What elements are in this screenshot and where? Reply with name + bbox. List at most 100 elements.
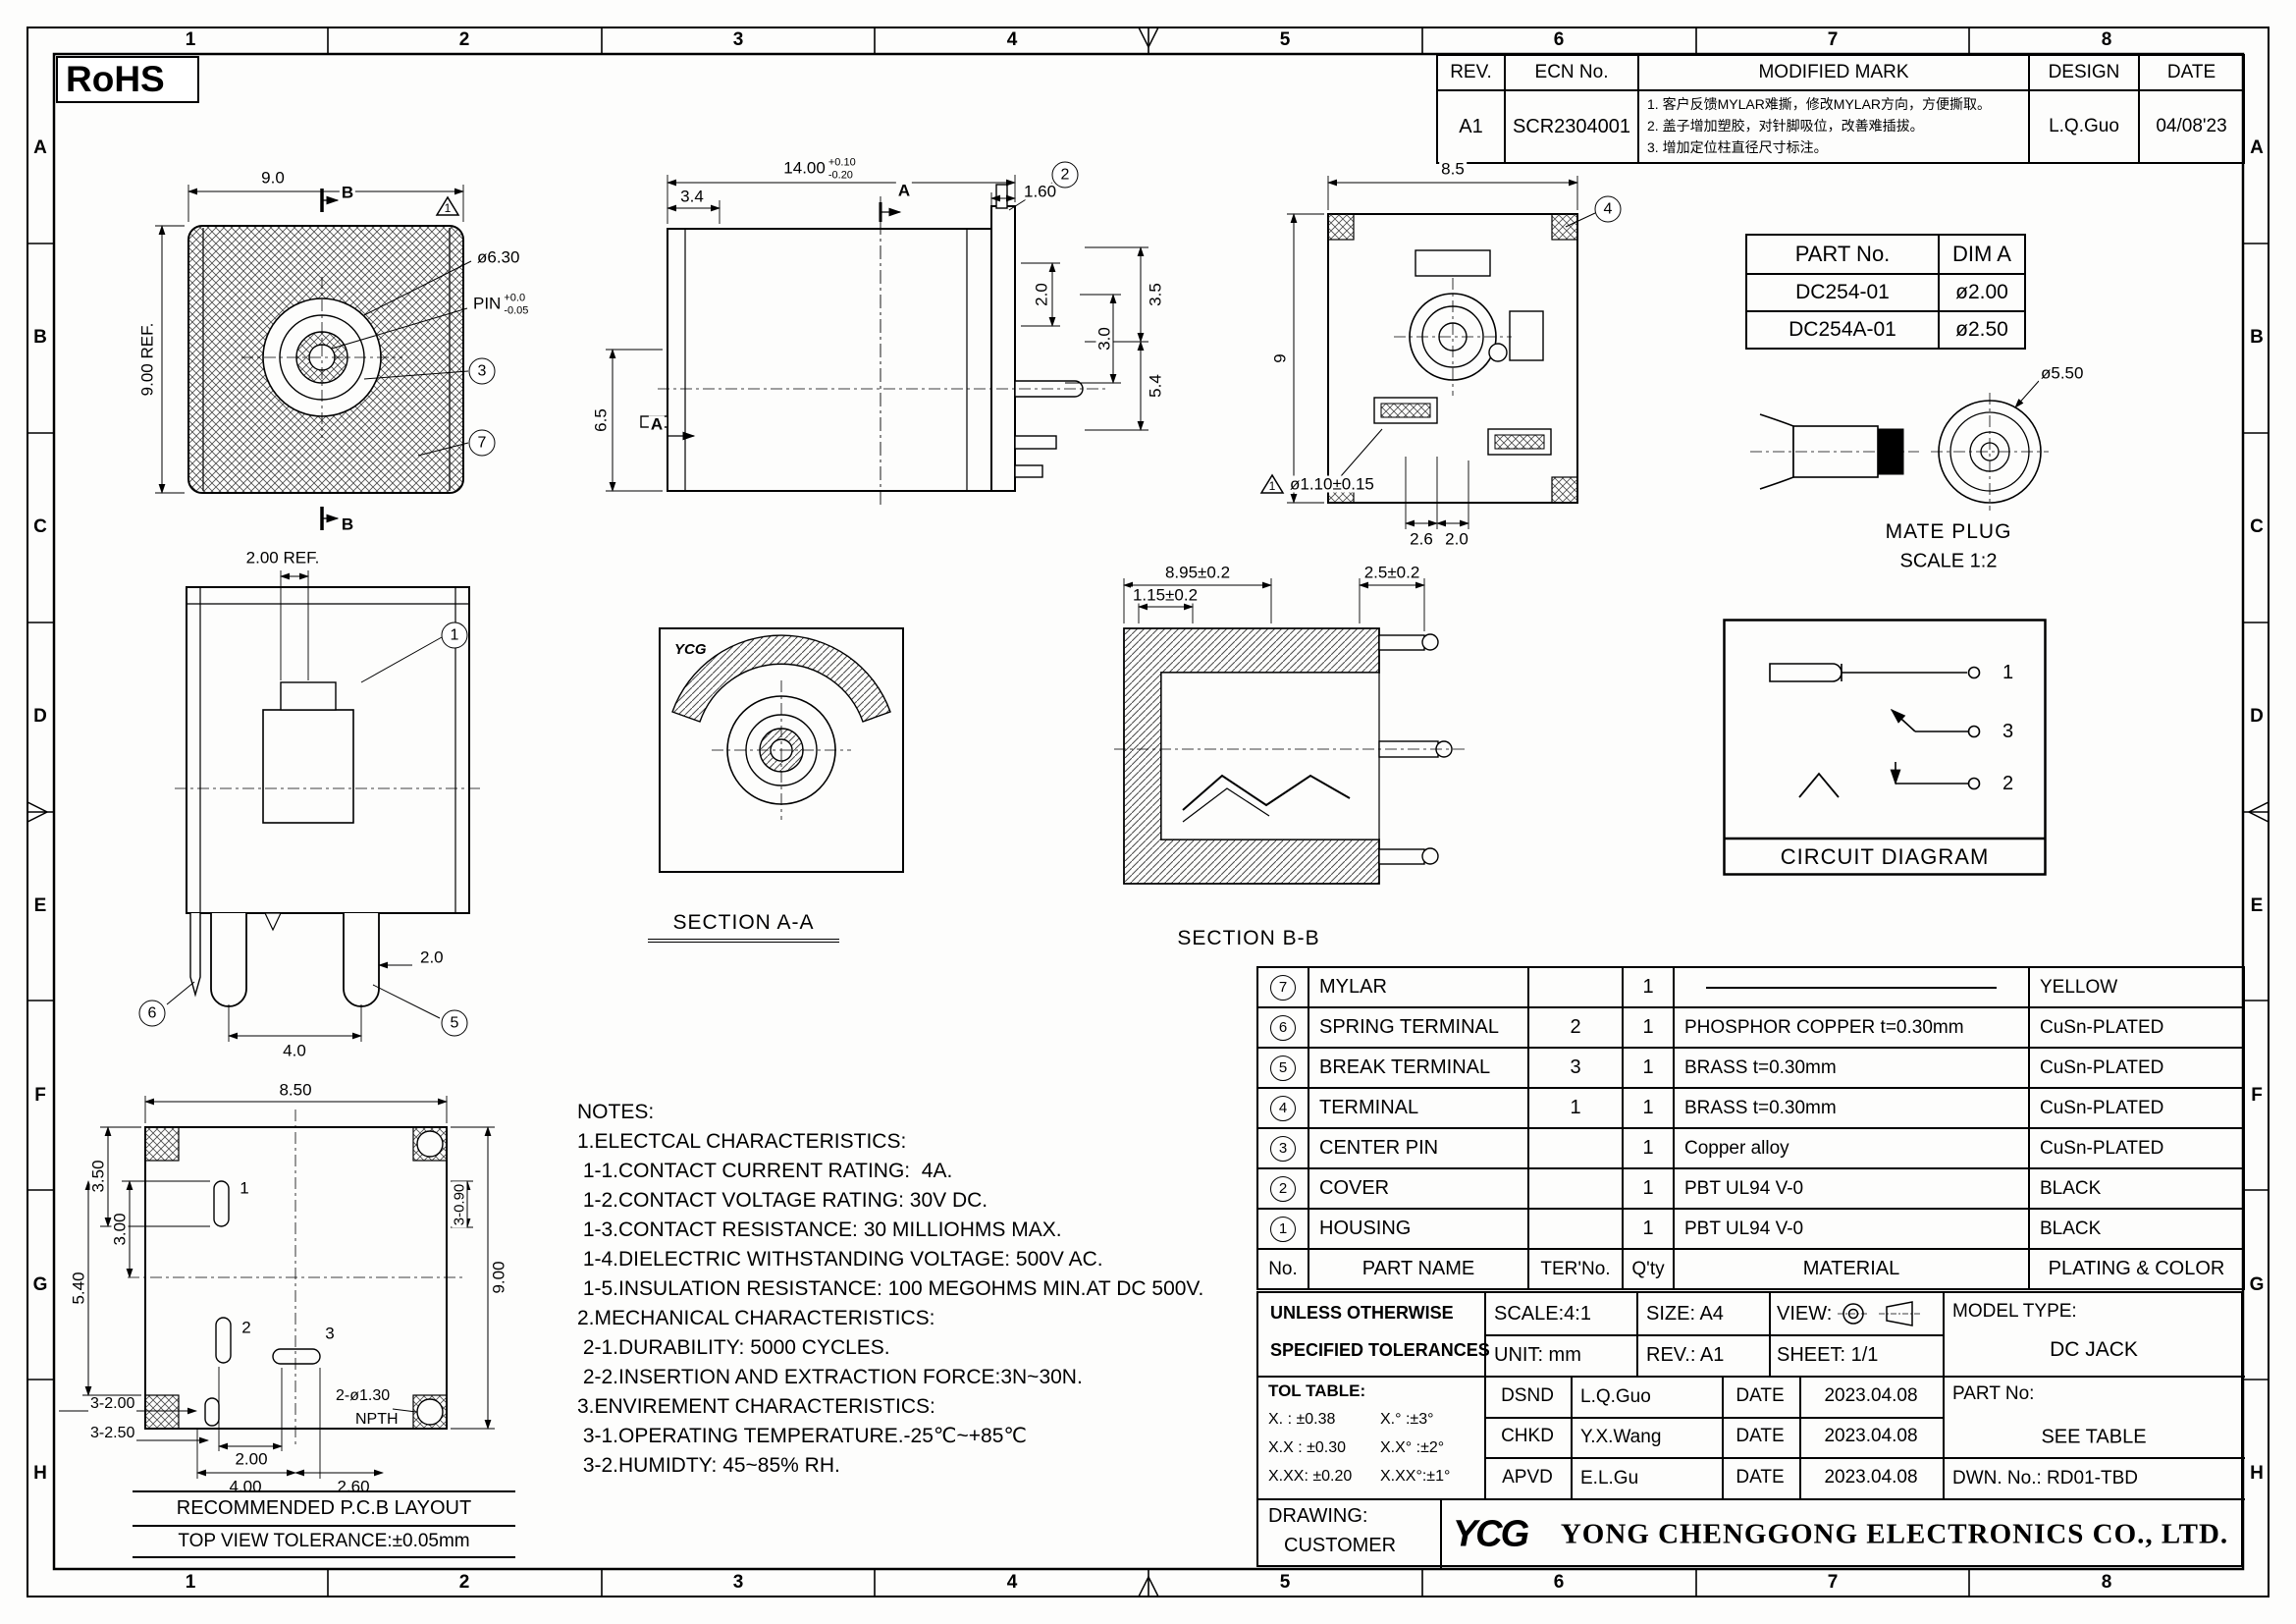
bom-table: 7 MYLAR 1 YELLOW 6 SPRING TERMINAL 2 1 P… xyxy=(1256,966,2245,1290)
mark-line-3: 3. 增加定位柱直径尺寸标注。 xyxy=(1647,138,1828,155)
tol-table-title: TOL TABLE: xyxy=(1268,1381,1366,1400)
grid-row-label: F xyxy=(34,1085,46,1106)
note-line: 1-3.CONTACT RESISTANCE: 30 MILLIOHMS MAX… xyxy=(577,1218,1062,1241)
part-number-table: PART No. DIM A DC254-01 ø2.00 DC254A-01 … xyxy=(1745,234,2026,350)
dim-20-front: 2.0 xyxy=(418,947,446,967)
projection-symbol-icon xyxy=(1838,1301,1920,1326)
bom-material xyxy=(1673,966,2030,1008)
bom-part-name: TERMINAL xyxy=(1308,1087,1529,1129)
chkd-date-label: DATE xyxy=(1735,1426,1785,1446)
tol-row-2a: X.X : ±0.30 xyxy=(1268,1439,1347,1456)
grid-row-label: H xyxy=(2250,1463,2264,1484)
bom-balloon: 4 xyxy=(1270,1095,1296,1121)
center-fold-marks xyxy=(27,27,2269,1597)
tol-row-3a: X.XX: ±0.20 xyxy=(1268,1468,1353,1485)
drawing-label: DRAWING: xyxy=(1268,1505,1368,1527)
bom-material: BRASS t=0.30mm xyxy=(1673,1087,2030,1129)
rohs-badge: RoHS xyxy=(56,56,199,103)
rohs-label: RoHS xyxy=(66,59,165,99)
note-line: 1-5.INSULATION RESISTANCE: 100 MEGOHMS M… xyxy=(577,1277,1204,1300)
note-line: 1-4.DIELECTRIC WITHSTANDING VOLTAGE: 500… xyxy=(577,1248,1103,1271)
bom-qty: 1 xyxy=(1622,1127,1675,1169)
grid-col-label: 2 xyxy=(458,1572,470,1593)
note-line: 2.MECHANICAL CHARACTERISTICS: xyxy=(577,1307,935,1329)
note-line: 1-2.CONTACT VOLTAGE RATING: 30V DC. xyxy=(577,1189,988,1212)
grid-col-label: 6 xyxy=(1553,1572,1565,1593)
part-no-header: PART No. xyxy=(1745,234,1940,275)
grid-row-label: G xyxy=(32,1274,48,1295)
note-line: 2-2.INSERTION AND EXTRACTION FORCE:3N~30… xyxy=(577,1366,1083,1388)
bom-balloon: 7 xyxy=(1270,974,1296,1001)
note-line: 2-1.DURABILITY: 5000 CYCLES. xyxy=(577,1336,890,1359)
revision-flag-icon: 1 xyxy=(1259,473,1285,494)
date-header: DATE xyxy=(2138,54,2245,91)
bom-material: PHOSPHOR COPPER t=0.30mm xyxy=(1673,1006,2030,1049)
view-top: 9.0 9.00 REF. B B ø6.30 PIN+0.0-0.05 3 7… xyxy=(126,145,548,568)
unit-value: UNIT: mm xyxy=(1494,1344,1581,1366)
modified-mark-value: 1. 客户反馈MYLAR难撕，修改MYLAR方向，方便撕取。 2. 盖子增加塑胶… xyxy=(1637,89,2030,164)
pcb-dim-850: 8.50 xyxy=(277,1080,314,1100)
bom-balloon: 3 xyxy=(1270,1135,1296,1162)
bom-plating: BLACK xyxy=(2028,1167,2245,1210)
grid-col-label: 4 xyxy=(1006,29,1018,50)
bom-plating-header: PLATING & COLOR xyxy=(2028,1248,2245,1290)
bom-qty: 1 xyxy=(1622,1167,1675,1210)
bom-header-row: No. PART NAME TER'No. Q'ty MATERIAL PLAT… xyxy=(1256,1248,2245,1290)
grid-col-label: 3 xyxy=(732,29,744,50)
title-block-line xyxy=(1258,1498,2245,1500)
bom-ter-header: TER'No. xyxy=(1527,1248,1624,1290)
part-table-row: DC254A-01 ø2.50 xyxy=(1745,310,2026,350)
pcb-dim-900: 9.00 xyxy=(489,1259,508,1296)
bom-material: BRASS t=0.30mm xyxy=(1673,1047,2030,1089)
bom-plating: BLACK xyxy=(2028,1208,2245,1250)
dim-35: 3.5 xyxy=(1146,281,1165,308)
bom-qty: 1 xyxy=(1622,1208,1675,1250)
view-front-drawing xyxy=(166,570,481,1042)
view-label: VIEW: xyxy=(1777,1303,1833,1325)
bom-balloon-cell: 6 xyxy=(1256,1006,1309,1049)
rev-header: REV. xyxy=(1436,54,1506,91)
view-section-aa: YCG xyxy=(623,584,947,889)
grid-row-label: G xyxy=(2249,1274,2265,1295)
date-value: 04/08'23 xyxy=(2138,89,2245,164)
bom-balloon-cell: 7 xyxy=(1256,966,1309,1008)
grid-row-label: A xyxy=(33,137,47,158)
pcb-pin-2: 2 xyxy=(240,1318,253,1337)
bom-plating: CuSn-PLATED xyxy=(2028,1047,2245,1089)
grid-col-label: 1 xyxy=(185,1572,196,1593)
pcb-dim-300: 3.00 xyxy=(110,1211,130,1248)
bom-plating: CuSn-PLATED xyxy=(2028,1087,2245,1129)
pcb-layout-title: RECOMMENDED P.C.B LAYOUT xyxy=(133,1490,515,1527)
pcb-layout-view: 8.50 3.50 3.00 5.40 3-0.90 9.00 3-2.00 3… xyxy=(59,1070,569,1502)
dim-115: 1.15±0.2 xyxy=(1130,585,1201,605)
balloon-break-terminal: 5 xyxy=(441,1009,468,1037)
model-type-value: DC JACK xyxy=(2050,1338,2138,1361)
note-line: 3.ENVIREMENT CHARACTERISTICS: xyxy=(577,1395,935,1418)
dim-25: 2.5±0.2 xyxy=(1362,563,1422,582)
circuit-diagram-drawing xyxy=(1723,619,2047,876)
part-no-value: SEE TABLE xyxy=(2041,1426,2147,1448)
label-dia-110: ø1.10±0.15 xyxy=(1288,474,1376,494)
ecn-header: ECN No. xyxy=(1504,54,1639,91)
mate-plug-view: ø5.50 MATE PLUG SCALE 1:2 xyxy=(1742,353,2086,584)
mate-plug-scale: SCALE 1:2 xyxy=(1899,550,1998,572)
pcb-layout-tolerance: TOP VIEW TOLERANCE:±0.05mm xyxy=(133,1527,515,1558)
dim-200ref: 2.00 REF. xyxy=(243,548,322,568)
mate-plug-title: MATE PLUG xyxy=(1885,520,2012,543)
title-block-line xyxy=(1484,1457,2245,1459)
grid-row-label: C xyxy=(2250,516,2264,537)
section-letter-b-bottom: B xyxy=(339,514,356,534)
grid-row-label: E xyxy=(2250,895,2264,916)
bom-balloon-cell: 4 xyxy=(1256,1087,1309,1129)
pcb-layout-drawing xyxy=(59,1096,495,1479)
revision-table: REV. ECN No. MODIFIED MARK DESIGN DATE A… xyxy=(1436,54,2245,164)
revision-flag-icon: 1 xyxy=(435,195,460,216)
drawing-value: CUSTOMER xyxy=(1284,1535,1397,1556)
svg-text:1: 1 xyxy=(445,201,452,215)
notes-block: NOTES: 1.ELECTCAL CHARACTERISTICS: 1-1.C… xyxy=(577,1098,1255,1481)
dsnd-date: 2023.04.08 xyxy=(1824,1385,1918,1406)
bom-balloon-cell: 5 xyxy=(1256,1047,1309,1089)
grid-col-label: 3 xyxy=(732,1572,744,1593)
design-value: L.Q.Guo xyxy=(2028,89,2140,164)
